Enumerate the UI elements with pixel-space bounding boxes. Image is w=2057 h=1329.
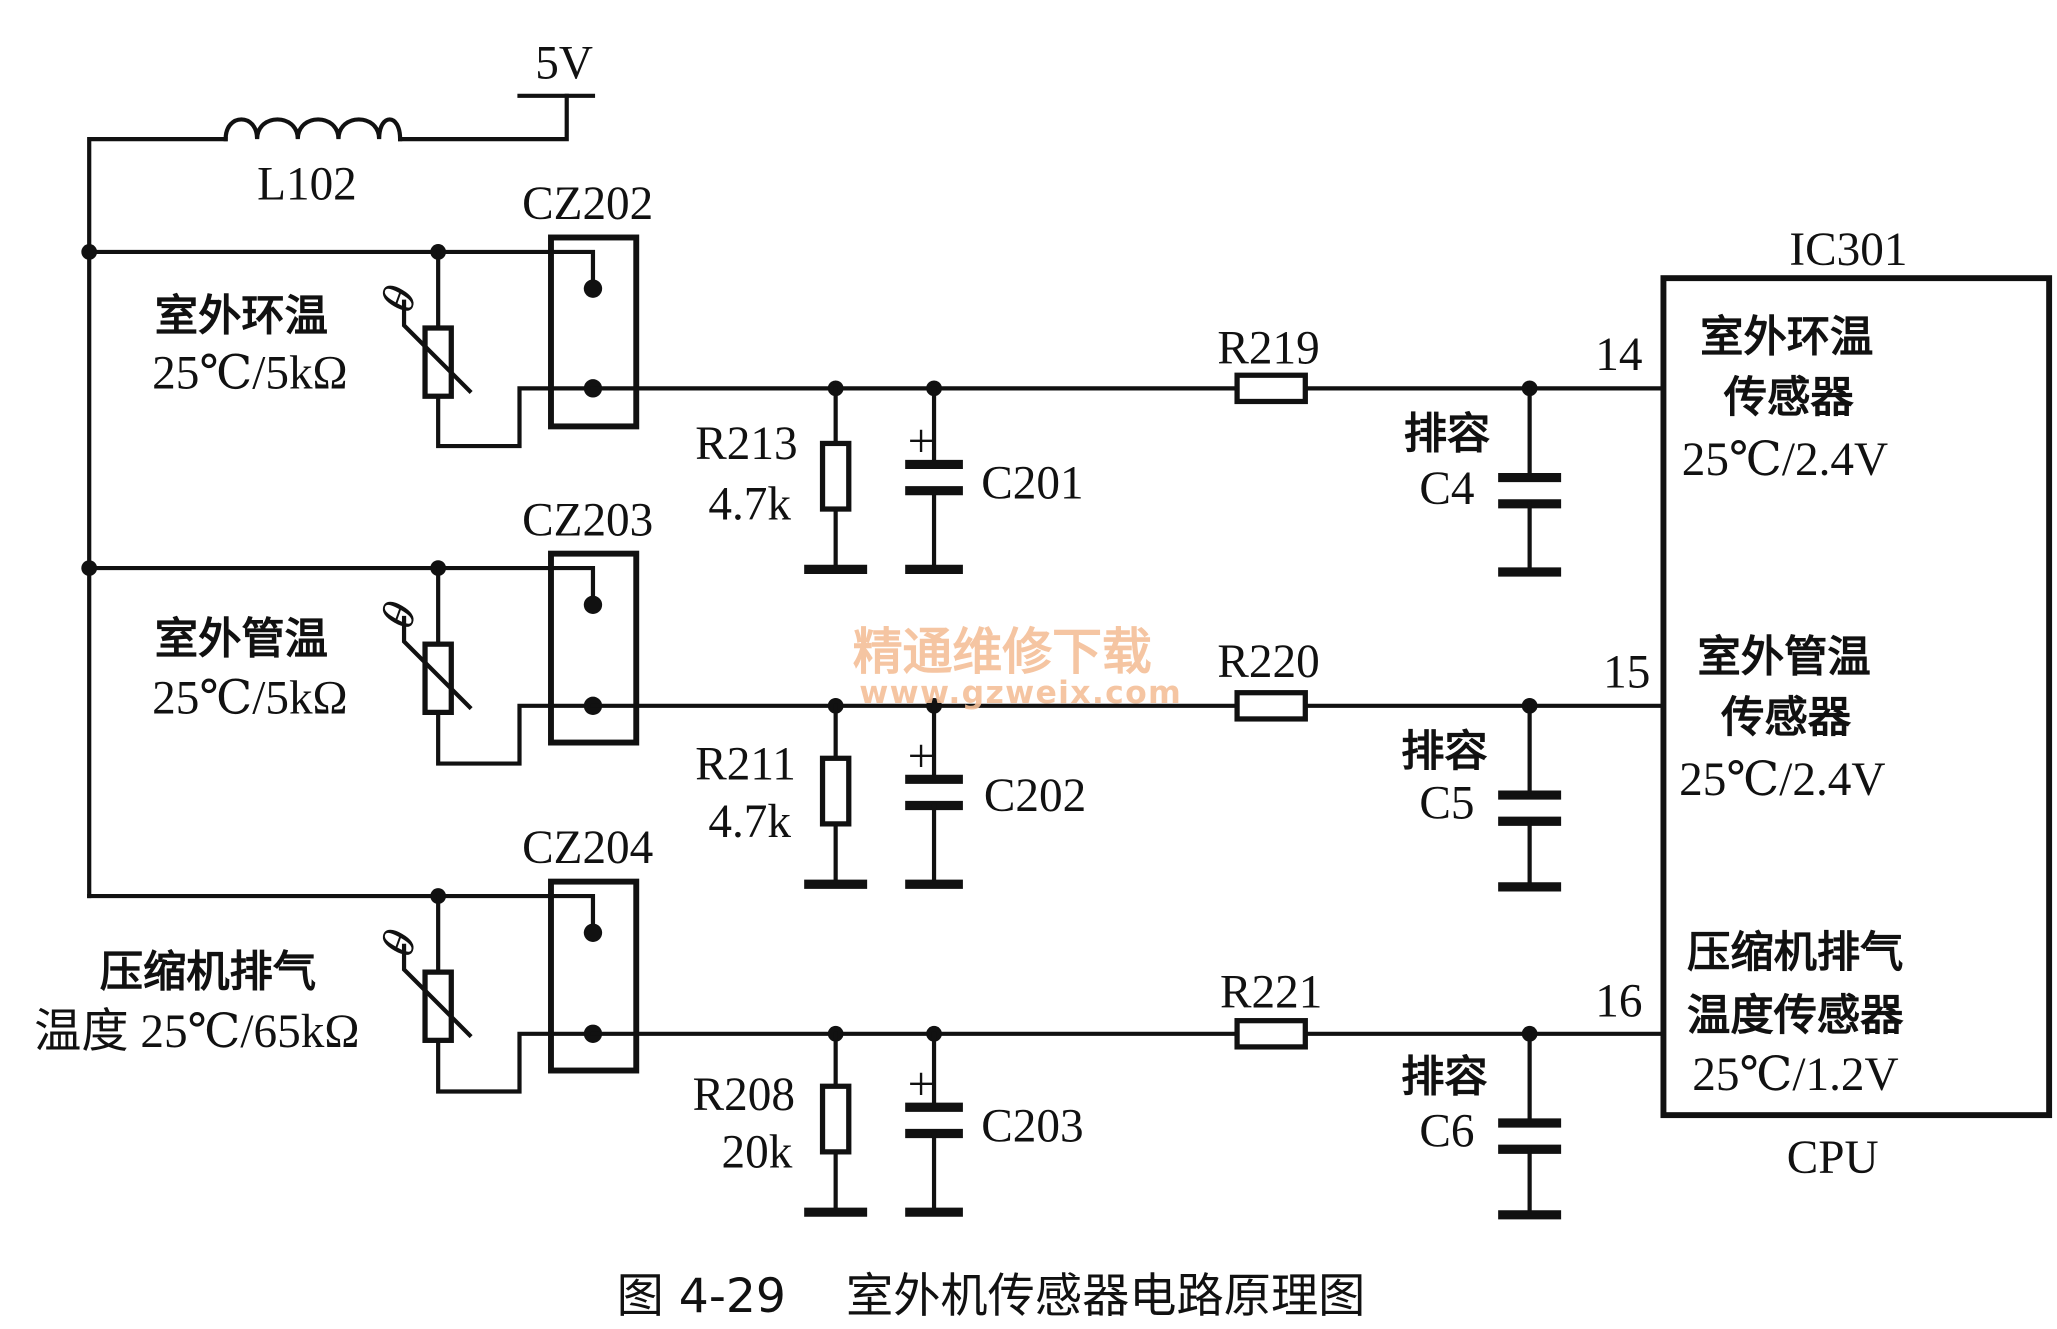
pulldown-label: R213 [695, 418, 797, 470]
supply-branch [87, 565, 596, 605]
power-5v: 5V [398, 38, 596, 142]
ic-body [1660, 275, 2053, 1119]
ic-pin16-text2: 温度传感器 [1687, 991, 1904, 1041]
ic-pin-number: 14 [1595, 329, 1642, 381]
ic-name: IC301 [1789, 224, 1907, 276]
ic-pin-number: 15 [1603, 646, 1650, 698]
series-resistor [1234, 372, 1308, 405]
watermark-title: 精通维修下载 [853, 623, 1152, 681]
connector-pin-1 [583, 279, 603, 298]
pulldown-value: 4.7k [708, 796, 791, 848]
pulldown-label: R208 [693, 1069, 795, 1121]
sensor-spec: 温度 25℃/65kΩ [34, 1006, 359, 1058]
power-label: 5V [535, 38, 593, 90]
connector-label: CZ202 [522, 178, 653, 230]
connector-label: CZ204 [522, 822, 653, 874]
ic-pin14-text3: 25℃/2.4V [1682, 434, 1888, 486]
thermistor-return [436, 1031, 596, 1094]
ic-pin14-text2: 传感器 [1723, 373, 1855, 423]
junction-dot [81, 560, 98, 576]
filter-cap-label: C203 [981, 1100, 1083, 1152]
ic-pin15-text2: 传感器 [1720, 693, 1852, 743]
thermistor-return [436, 386, 596, 449]
figure-caption: 图 4-29 室外机传感器电路原理图 [617, 1269, 1366, 1324]
ic-pin16-text3: 25℃/1.2V [1692, 1049, 1898, 1101]
ic-pin14-text1: 室外环温 [1700, 313, 1873, 363]
watermark-url: www.gzweix.com [859, 675, 1182, 711]
sensor-name: 室外管温 [155, 614, 328, 664]
connector-pin-1 [583, 923, 603, 942]
filter-cap-label: C201 [981, 458, 1083, 510]
connector-body [548, 878, 640, 1074]
thermistor-return [436, 703, 596, 766]
bypass-cap-type: 排容 [1404, 410, 1491, 460]
thermistor-arrow [401, 299, 473, 394]
bypass-cap-label: C5 [1419, 778, 1474, 830]
theta-symbol: θ [371, 279, 428, 319]
theta-symbol: θ [371, 595, 428, 635]
series-resistor [1234, 1018, 1308, 1050]
watermark: 精通维修下载 www.gzweix.com [853, 623, 1182, 711]
pulldown-resistor [819, 1083, 852, 1155]
pulldown-label: R211 [695, 738, 796, 790]
ic-pin16-text1: 压缩机排气 [1687, 928, 1903, 978]
pulldown-value: 20k [722, 1127, 793, 1179]
series-resistor [1234, 690, 1308, 722]
bypass-cap-label: C4 [1419, 463, 1474, 515]
connector-label: CZ203 [522, 494, 653, 546]
pulldown-resistor [819, 440, 852, 512]
ic-pin15-text3: 25℃/2.4V [1679, 754, 1885, 806]
sensor-spec: 25℃/5kΩ [152, 673, 347, 725]
thermistor-arrow [401, 615, 473, 711]
connector-body [548, 550, 640, 746]
pulldown-value: 4.7k [708, 479, 791, 531]
filter-cap-label: C202 [984, 770, 1086, 822]
supply-branch [87, 893, 596, 933]
inductor-label: L102 [257, 158, 357, 210]
inductor-coil [223, 117, 403, 142]
theta-symbol: θ [371, 923, 428, 963]
ic-subtitle: CPU [1787, 1132, 1879, 1184]
sensor-name: 压缩机排气 [100, 948, 316, 998]
pulldown-resistor [819, 755, 852, 827]
supply-branch [87, 249, 596, 289]
inductor-l102: L102 [87, 117, 403, 899]
connector-body [548, 234, 640, 430]
ic-pin-number: 16 [1595, 976, 1642, 1028]
supply-rail [87, 137, 228, 899]
series-resistor-label: R220 [1217, 636, 1319, 688]
bypass-cap-type: 排容 [1401, 727, 1488, 777]
sensor-name: 室外环温 [155, 292, 328, 342]
connector-pin-1 [583, 595, 603, 614]
polarity-plus-icon: + [908, 416, 935, 468]
ic-pin15-text1: 室外管温 [1698, 633, 1871, 683]
power-wire [398, 93, 569, 142]
series-resistor-label: R219 [1217, 322, 1319, 374]
junction-dot [81, 244, 98, 260]
polarity-plus-icon: + [908, 730, 935, 782]
ic301: IC301 CPU 室外环温 传感器 25℃/2.4V 室外管温 传感器 25℃… [1660, 224, 2053, 1184]
polarity-plus-icon: + [908, 1058, 935, 1110]
bypass-cap-label: C6 [1419, 1106, 1474, 1158]
bypass-cap-type: 排容 [1401, 1053, 1488, 1103]
sensor-spec: 25℃/5kΩ [152, 347, 347, 399]
thermistor-arrow [401, 943, 473, 1039]
series-resistor-label: R221 [1220, 967, 1322, 1019]
